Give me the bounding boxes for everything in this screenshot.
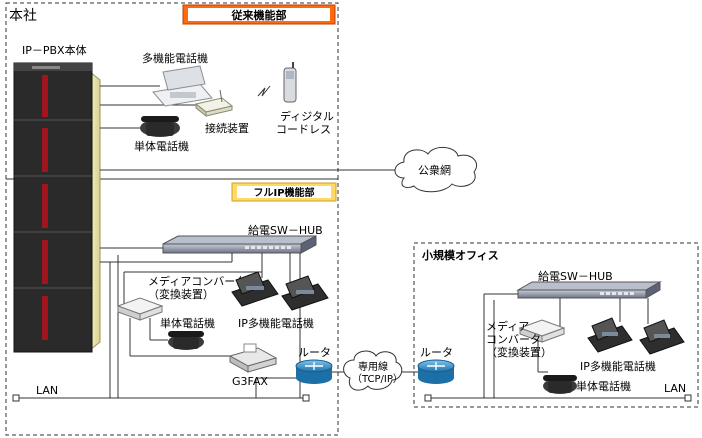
office-single-phone-label: 単体電話機 (576, 379, 631, 393)
single-phone-2-label: 単体電話機 (160, 316, 215, 330)
office-single-phone-icon (543, 375, 577, 394)
cordless-label: ディジタル コードレス (276, 109, 338, 136)
poe-hub-label: 給電SW－HUB (248, 223, 323, 237)
office-router-label: ルータ (420, 346, 453, 359)
office-ip-phone-icon-2 (640, 320, 684, 354)
media-converter-label: メディアコンバータ （変換装置） (148, 274, 250, 301)
legacy-section-header: 従来機能部 (183, 5, 335, 24)
pbx-label: IP－PBX本体 (22, 43, 87, 57)
office-media-converter-label-line3: （変換装置） (486, 345, 552, 359)
hq-router-label: ルータ (298, 346, 331, 359)
media-converter-label-line2: （変換装置） (148, 287, 214, 301)
hq-lan-label: LAN (36, 384, 58, 397)
ip-phone-label: IP多機能電話機 (238, 316, 314, 330)
legacy-section-label: 従来機能部 (231, 8, 287, 22)
connector-label: 接続装置 (205, 121, 249, 135)
office-media-converter-label-line1: メディア (486, 319, 529, 333)
pbx-rack (14, 63, 100, 352)
poe-hub-icon (163, 236, 316, 253)
office-poe-hub-icon (518, 282, 660, 298)
fullip-section-label: フルIP機能部 (253, 186, 314, 199)
hq-router-icon (296, 360, 332, 384)
hq-title: 本社 (9, 8, 37, 24)
office-router-icon (418, 360, 454, 384)
office-ip-phone-icon-1 (588, 318, 632, 352)
media-converter-icon (118, 298, 162, 320)
cordless-phone-icon (284, 62, 296, 102)
small-office-title: 小規模オフィス (421, 248, 499, 262)
single-phone-2-icon (168, 331, 204, 350)
office-media-converter-label-line2: コンバータ (486, 333, 541, 346)
office-poe-hub-label: 給電SW－HUB (538, 269, 613, 283)
single-phone-icon (140, 116, 180, 137)
ip-phone-icon-2 (282, 276, 328, 310)
media-converter-label-line1: メディアコンバータ (148, 274, 246, 288)
cordless-label-line2: コードレス (276, 123, 331, 136)
office-ip-phone-label: IP多機能電話機 (580, 359, 656, 373)
fullip-section-header: フルIP機能部 (232, 183, 336, 201)
leased-line-label-line1: 専用線 (358, 360, 388, 373)
g3fax-label: G3FAX (232, 375, 268, 388)
cordless-label-line1: ディジタル (280, 109, 334, 123)
single-phone-label: 単体電話機 (134, 139, 189, 153)
leased-line-label-line2: （TCP/IP） (352, 373, 403, 385)
office-lan-line (425, 395, 691, 401)
office-lan-label: LAN (664, 382, 686, 395)
fax-icon (230, 344, 276, 372)
multifunction-phone-label: 多機能電話機 (142, 51, 208, 65)
multifunction-phone-icon (153, 66, 212, 106)
public-network-label: 公衆網 (418, 163, 451, 177)
